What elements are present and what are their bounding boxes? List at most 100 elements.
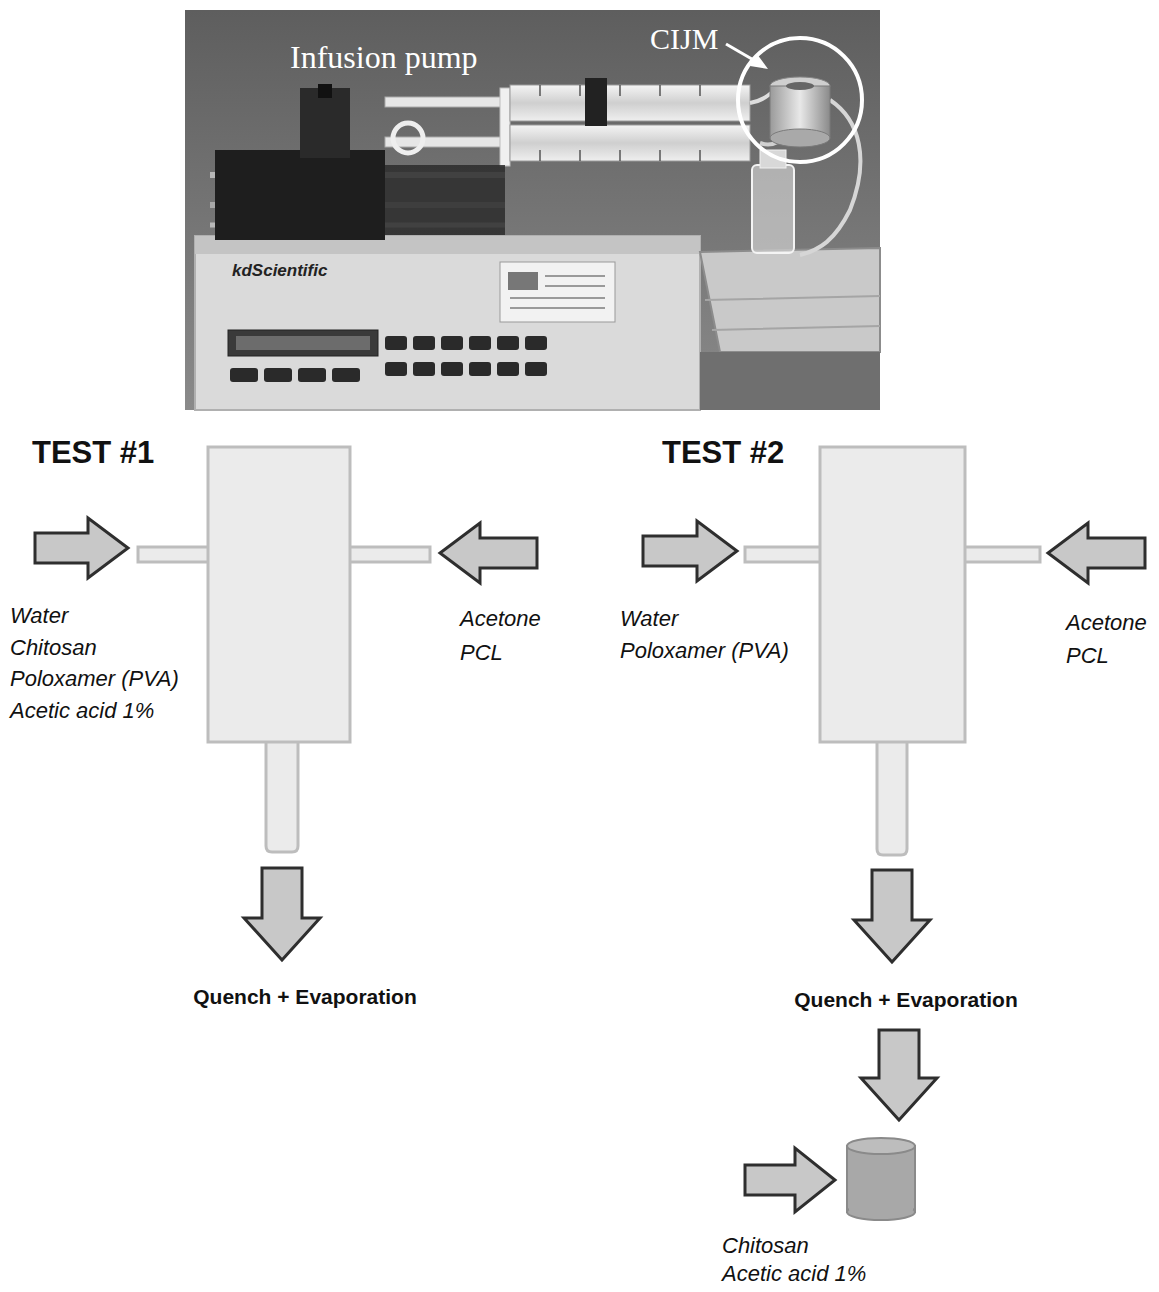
setup-photo [385,362,407,376]
setup-photo [413,362,435,376]
ingredient-label: Chitosan [10,636,97,660]
setup-photo [469,336,491,350]
ingredient-label: Acetic acid 1% [10,699,154,723]
setup-photo [230,336,547,382]
mixer-chamber [960,547,1040,562]
ingredient-label: Chitosan [722,1234,809,1258]
ingredient-label: Acetic acid 1% [722,1262,866,1286]
setup-photo [393,123,423,153]
setup-photo [525,362,547,376]
setup-photo [385,97,505,107]
setup-photo [579,85,581,96]
setup-photo [752,165,794,253]
mixer-chamber [877,738,907,855]
setup-photo [500,88,510,166]
setup-photo [786,82,814,90]
setup-photo [585,78,607,126]
setup-photo [500,262,615,322]
vessel [847,1138,915,1220]
block-arrow [861,1030,937,1120]
setup-photo [750,54,768,69]
block-arrow [1048,523,1145,583]
setup-photo [318,84,332,98]
setup-photo [497,362,519,376]
ingredient-label: Poloxamer (PVA) [620,639,789,663]
photo-label: Infusion pump [290,40,478,75]
mixer-chamber [266,738,298,852]
setup-photo [699,85,701,96]
setup-photo [385,165,505,235]
setup-photo [738,38,862,162]
ingredient-label: PCL [460,641,503,665]
ingredient-label: PCL [1066,644,1109,668]
setup-photo [469,362,491,376]
block-arrow [854,870,930,962]
setup-photo [264,368,292,382]
brand-label: kdScientific [232,262,327,281]
ingredient-label: Acetone [1066,611,1147,635]
setup-photo [441,362,463,376]
ingredient-label: Water [620,607,678,631]
setup-photo [705,296,880,330]
block-arrow [244,868,320,960]
setup-photo [300,88,350,158]
block-arrow [745,1148,835,1212]
setup-photo [510,276,605,308]
test-heading: TEST #1 [32,436,154,470]
setup-photo [510,85,750,121]
vessel [847,1146,915,1212]
setup-photo [497,336,519,350]
setup-photo [539,150,541,161]
setup-photo [508,272,538,290]
mixer-chamber [208,447,350,742]
setup-photo [510,125,750,161]
mixer-chamber [138,547,213,562]
photo-label: CIJM [650,22,718,55]
mixer-chamber [820,447,965,742]
setup-photo [510,297,605,299]
setup-photo [185,10,880,410]
ingredient-label: Acetone [460,607,541,631]
setup-photo [659,85,661,96]
setup-photo [659,150,661,161]
setup-photo [700,352,880,410]
vessel [849,1146,913,1210]
setup-photo [236,336,370,350]
setup-photo [441,336,463,350]
block-arrow [643,521,737,581]
mixer-chamber [345,547,430,562]
step-label: Quench + Evaporation [794,988,1017,1011]
setup-photo [540,85,700,161]
setup-photo [413,336,435,350]
setup-photo [700,248,880,352]
setup-photo [385,137,505,147]
setup-photo [298,368,326,382]
setup-photo [539,85,541,96]
setup-photo [185,10,880,410]
block-arrow [35,518,1145,1212]
vessel [847,1138,915,1154]
setup-photo [770,129,830,147]
setup-photo [619,85,621,96]
block-arrow [440,523,537,583]
setup-photo [510,307,605,309]
ingredient-label: Water [10,604,68,628]
setup-photo [525,336,547,350]
setup-photo [332,368,360,382]
setup-photo [545,275,605,277]
setup-photo [545,285,605,287]
setup-photo [195,236,700,410]
setup-photo [699,150,701,161]
block-arrow [35,518,128,578]
ingredient-label: Poloxamer (PVA) [10,667,179,691]
mixer-chamber [745,547,825,562]
mixer-chamber [138,447,430,852]
setup-photo [215,150,385,240]
step-label: Quench + Evaporation [193,985,416,1008]
setup-photo [726,44,757,62]
setup-photo [230,368,258,382]
setup-photo [385,336,407,350]
setup-photo [579,150,581,161]
